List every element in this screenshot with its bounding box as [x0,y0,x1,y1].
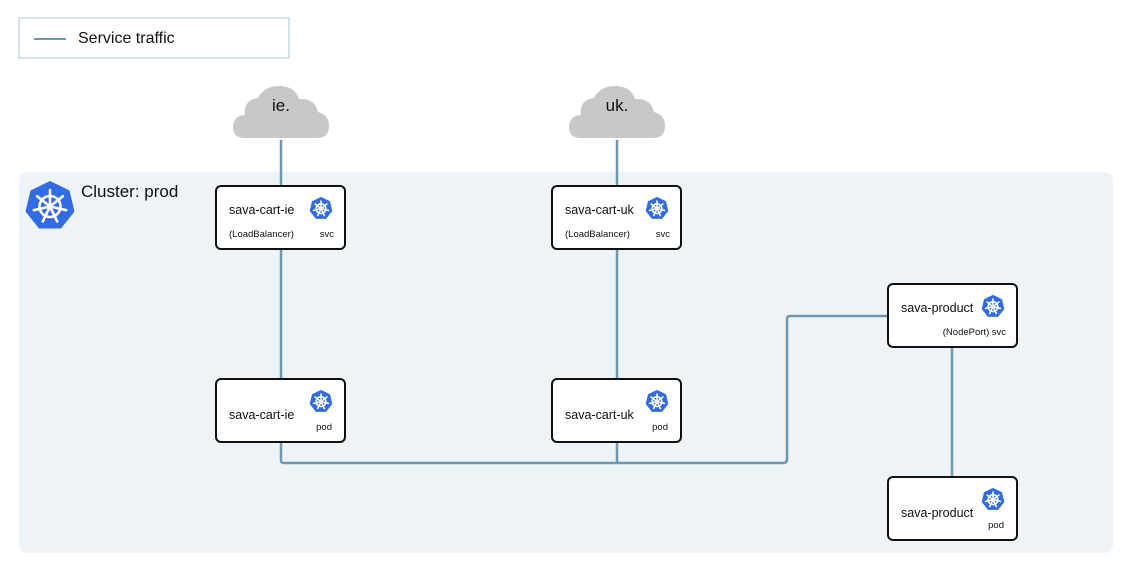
node-svc-sava-product[interactable]: sava-product (NodePort) svc [887,283,1018,348]
node-service-type: (NodePort) [942,327,990,338]
kubernetes-helm-icon [25,181,75,229]
cluster-label: Cluster: prod [81,182,179,201]
legend-label: Service traffic [78,30,175,47]
node-svc-sava-cart-ie[interactable]: sava-cart-ie (LoadBalancer) svc [215,185,346,250]
cloud-uk: uk. [567,82,667,142]
kubernetes-helm-icon [309,196,333,219]
node-name: sava-product [901,506,974,520]
legend: Service traffic [18,17,290,59]
kubernetes-helm-icon [645,196,669,219]
kubernetes-helm-icon [309,389,333,412]
cloud-ie: ie. [231,82,331,142]
node-kind: svc [991,327,1006,338]
node-name: sava-cart-uk [565,408,634,422]
node-service-type: (LoadBalancer) [565,229,630,240]
node-svc-sava-cart-uk[interactable]: sava-cart-uk (LoadBalancer) svc [551,185,682,250]
cloud-icon [569,86,665,138]
node-kind: pod [652,422,668,433]
node-pod-sava-product[interactable]: sava-product pod [887,476,1018,541]
node-pod-sava-cart-uk[interactable]: sava-cart-uk pod [551,378,682,443]
node-kind: pod [316,422,332,433]
node-name: sava-cart-uk [565,203,634,217]
node-kind: svc [655,229,670,240]
node-kind: pod [988,520,1004,531]
cloud-icon [233,86,329,138]
node-name: sava-cart-ie [229,408,295,422]
node-service-type: (LoadBalancer) [229,229,294,240]
cloud-label: ie. [272,96,290,115]
wire-pods-to-product-svc [279,314,888,465]
node-name: sava-cart-ie [229,203,295,217]
legend-line-swatch [34,38,66,40]
kubernetes-helm-icon [981,487,1005,510]
node-kind: svc [319,229,334,240]
node-name: sava-product [901,301,974,315]
kubernetes-helm-icon [981,294,1005,317]
kubernetes-helm-icon [645,389,669,412]
node-pod-sava-cart-ie[interactable]: sava-cart-ie pod [215,378,346,443]
cloud-label: uk. [605,96,629,115]
